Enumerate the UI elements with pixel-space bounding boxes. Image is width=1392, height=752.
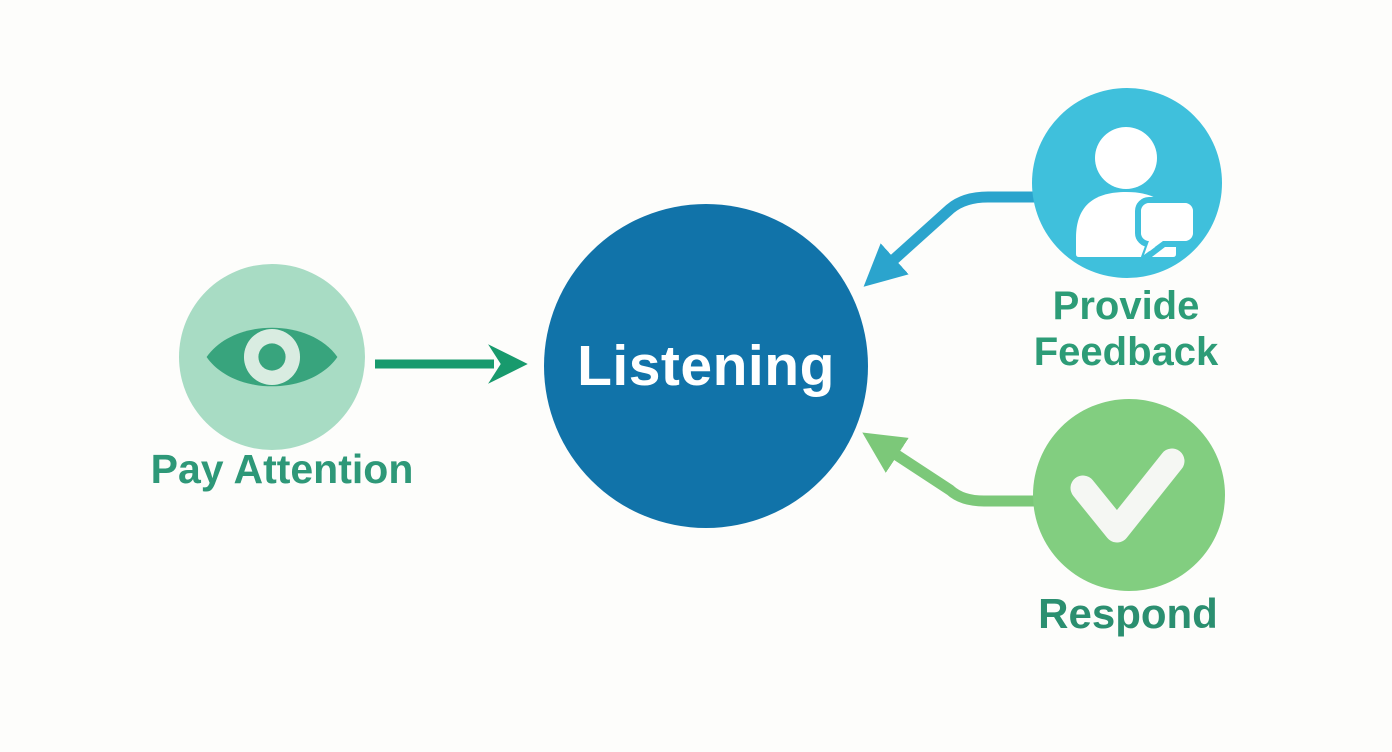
eye-icon	[206, 327, 338, 387]
person-speech-bubble-icon	[1076, 127, 1199, 263]
pay-attention-label: Pay Attention	[150, 446, 414, 492]
node-pay-attention	[179, 264, 365, 450]
node-provide-feedback	[1032, 88, 1222, 278]
provide-feedback-label: Provide Feedback	[1033, 284, 1219, 375]
arrow-provide-feedback-to-listening	[863, 191, 1038, 287]
arrow-respond-to-listening	[862, 432, 1038, 507]
node-respond	[1033, 399, 1225, 591]
respond-label: Respond	[1038, 590, 1218, 637]
node-listening: Listening	[544, 204, 868, 528]
listening-label: Listening	[577, 334, 835, 398]
checkmark-icon	[1070, 448, 1185, 543]
